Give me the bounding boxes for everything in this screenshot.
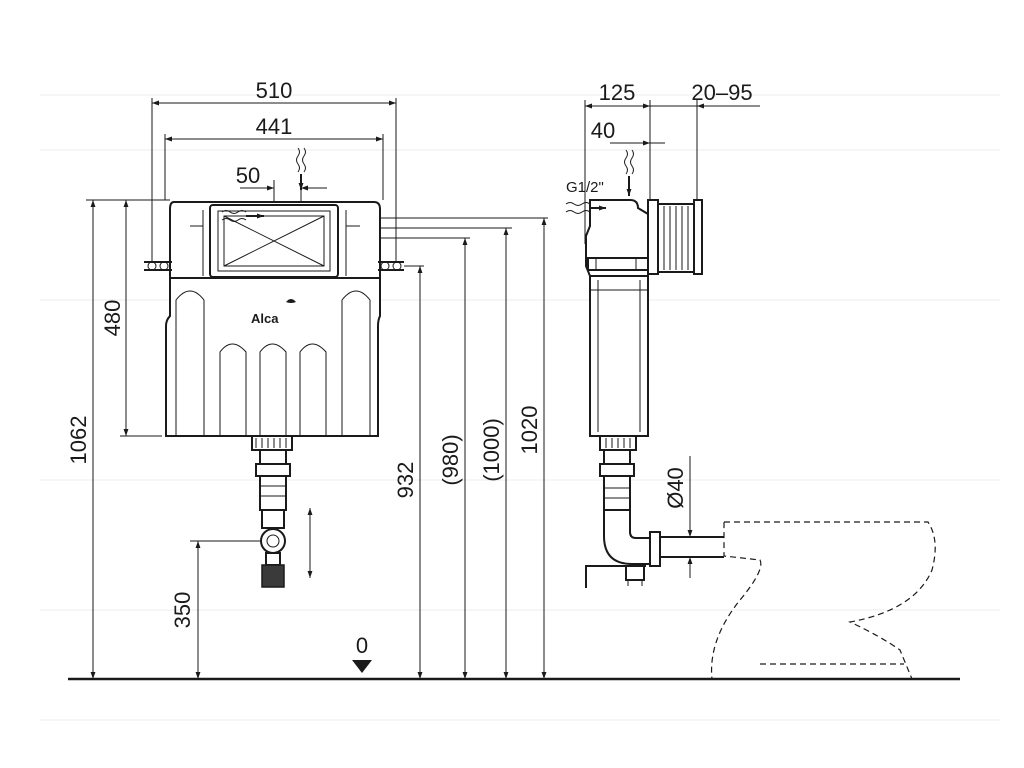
- dim-pipe-diameter: Ø40: [663, 467, 688, 509]
- dim-inner-width: 441: [256, 114, 293, 139]
- dim-height-1020: 1020: [517, 406, 542, 455]
- dim-overall-width: 510: [256, 78, 293, 103]
- dim-height-1000: (1000): [479, 418, 504, 482]
- alca-logo: Alca: [251, 299, 296, 326]
- dim-depth-40: 40: [591, 118, 615, 143]
- dim-floor-zero: 0: [356, 633, 368, 658]
- front-dimensions: 510 441 50 1062 480 350 932 (980): [66, 78, 548, 679]
- dim-height-980: (980): [438, 434, 463, 485]
- front-view-cistern: [144, 201, 404, 588]
- floor-zero-marker: [352, 660, 372, 673]
- alca-logo-text: Alca: [251, 311, 279, 326]
- dim-drain-height: 350: [170, 592, 195, 629]
- dim-depth-adjust: 20–95: [691, 80, 752, 105]
- dim-depth-125: 125: [599, 80, 636, 105]
- dim-inlet-offset: 50: [236, 163, 260, 188]
- toilet-bowl-outline: [710, 521, 936, 680]
- dim-tank-height: 480: [100, 300, 125, 337]
- dim-total-height: 1062: [66, 416, 91, 465]
- side-view-cistern: [585, 199, 724, 588]
- dim-height-932: 932: [393, 462, 418, 499]
- side-dimensions: 125 20–95 40 Ø40: [584, 80, 760, 578]
